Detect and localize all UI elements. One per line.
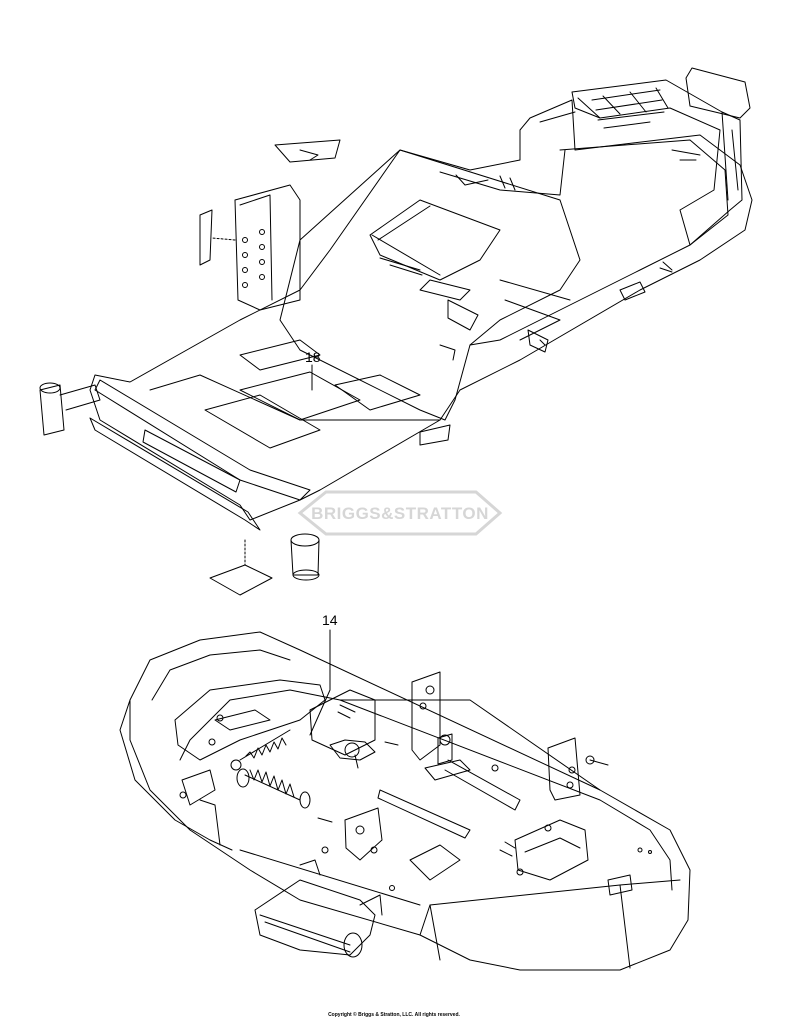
bottom-decal: [209, 564, 273, 596]
floor-decal-1: [239, 339, 321, 371]
chassis-frame: [39, 67, 753, 596]
watermark-text: BRIGGS&STRATTON: [311, 504, 489, 523]
deck-decal: [409, 844, 461, 881]
floor-decal-4: [334, 374, 421, 411]
floor-decal-3: [204, 394, 321, 449]
rear-decal: [685, 67, 751, 119]
callout-18: 18: [305, 349, 321, 365]
brand-watermark: BRIGGS&STRATTON: [297, 490, 503, 536]
callout-14: 14: [322, 612, 338, 628]
bumper-decal: [142, 429, 241, 493]
mower-deck: [119, 629, 691, 971]
copyright-notice: Copyright © Briggs & Stratton, LLC. All …: [328, 1012, 460, 1018]
floor-decal-2: [239, 371, 361, 421]
